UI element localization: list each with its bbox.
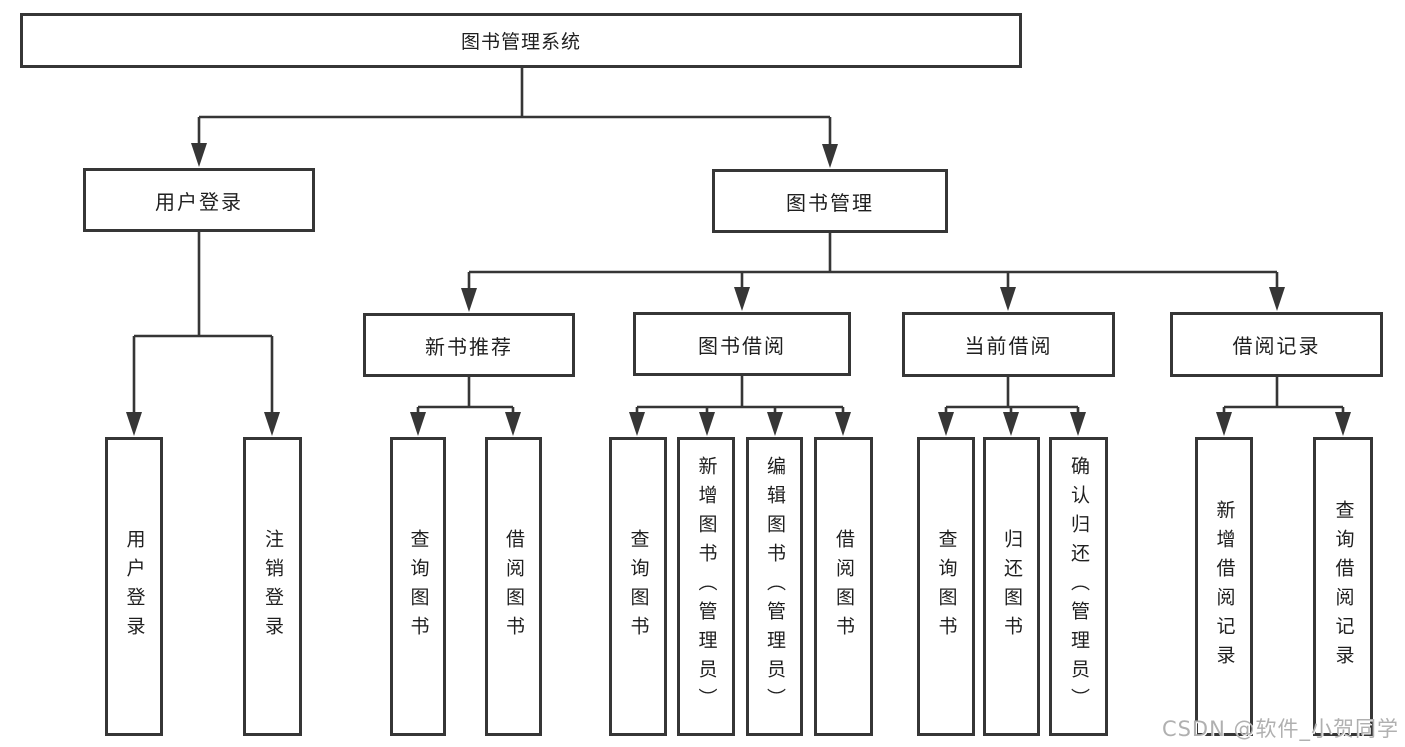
leaf-current-return-books: 归还图书: [983, 437, 1040, 736]
node-label: 图书借阅: [698, 333, 786, 358]
node-label: 借阅图书: [833, 528, 855, 645]
node-label: 归还图书: [1001, 528, 1023, 645]
node-book-borrowing: 图书借阅: [633, 312, 851, 376]
node-label: 查询图书: [407, 528, 430, 645]
csdn-watermark: CSDN @软件_小贺同学: [1161, 717, 1399, 741]
leaf-borrowing-edit-books-admin: 编辑图书（管理员）: [746, 437, 803, 736]
leaf-logout: 注销登录: [243, 437, 302, 736]
arrowheads: [126, 143, 1351, 436]
node-label: 借阅图书: [503, 528, 525, 645]
node-label: 查询借阅记录: [1332, 499, 1355, 674]
leaf-borrowing-add-books-admin: 新增图书（管理员）: [677, 437, 735, 736]
leaf-current-query-books: 查询图书: [917, 437, 975, 736]
node-borrowing-records: 借阅记录: [1170, 312, 1383, 377]
node-label: 新书推荐: [425, 334, 513, 359]
node-label: 编辑图书（管理员）: [764, 456, 786, 717]
leaf-current-confirm-return-admin: 确认归还（管理员）: [1049, 437, 1108, 736]
node-new-book-recommend: 新书推荐: [363, 313, 575, 377]
leaf-recommend-borrow-books: 借阅图书: [485, 437, 542, 736]
node-label: 用户登录: [155, 189, 243, 214]
node-book-management-system: 图书管理系统: [20, 13, 1022, 68]
node-user-login: 用户登录: [83, 168, 315, 232]
node-label: 当前借阅: [964, 334, 1053, 358]
node-label: 注销登录: [262, 528, 284, 645]
leaf-user-login: 用户登录: [105, 437, 163, 736]
node-label: 图书管理: [786, 190, 874, 215]
node-label: 新增借阅记录: [1213, 499, 1236, 674]
node-label: 确认归还（管理员）: [1068, 456, 1090, 717]
node-label: 查询图书: [935, 528, 958, 645]
node-book-management: 图书管理: [712, 169, 948, 233]
node-label: 借阅记录: [1232, 334, 1321, 358]
node-label: 用户登录: [123, 528, 146, 645]
leaf-borrowing-borrow-books: 借阅图书: [814, 437, 873, 736]
node-current-borrowing: 当前借阅: [902, 312, 1115, 377]
leaf-borrowing-query-books: 查询图书: [609, 437, 667, 736]
node-label: 查询图书: [627, 528, 650, 645]
leaf-records-query-record: 查询借阅记录: [1313, 437, 1373, 736]
leaf-records-add-record: 新增借阅记录: [1195, 437, 1253, 736]
leaf-recommend-query-books: 查询图书: [390, 437, 446, 736]
node-label: 图书管理系统: [460, 31, 581, 53]
node-label: 新增图书（管理员）: [695, 456, 718, 717]
